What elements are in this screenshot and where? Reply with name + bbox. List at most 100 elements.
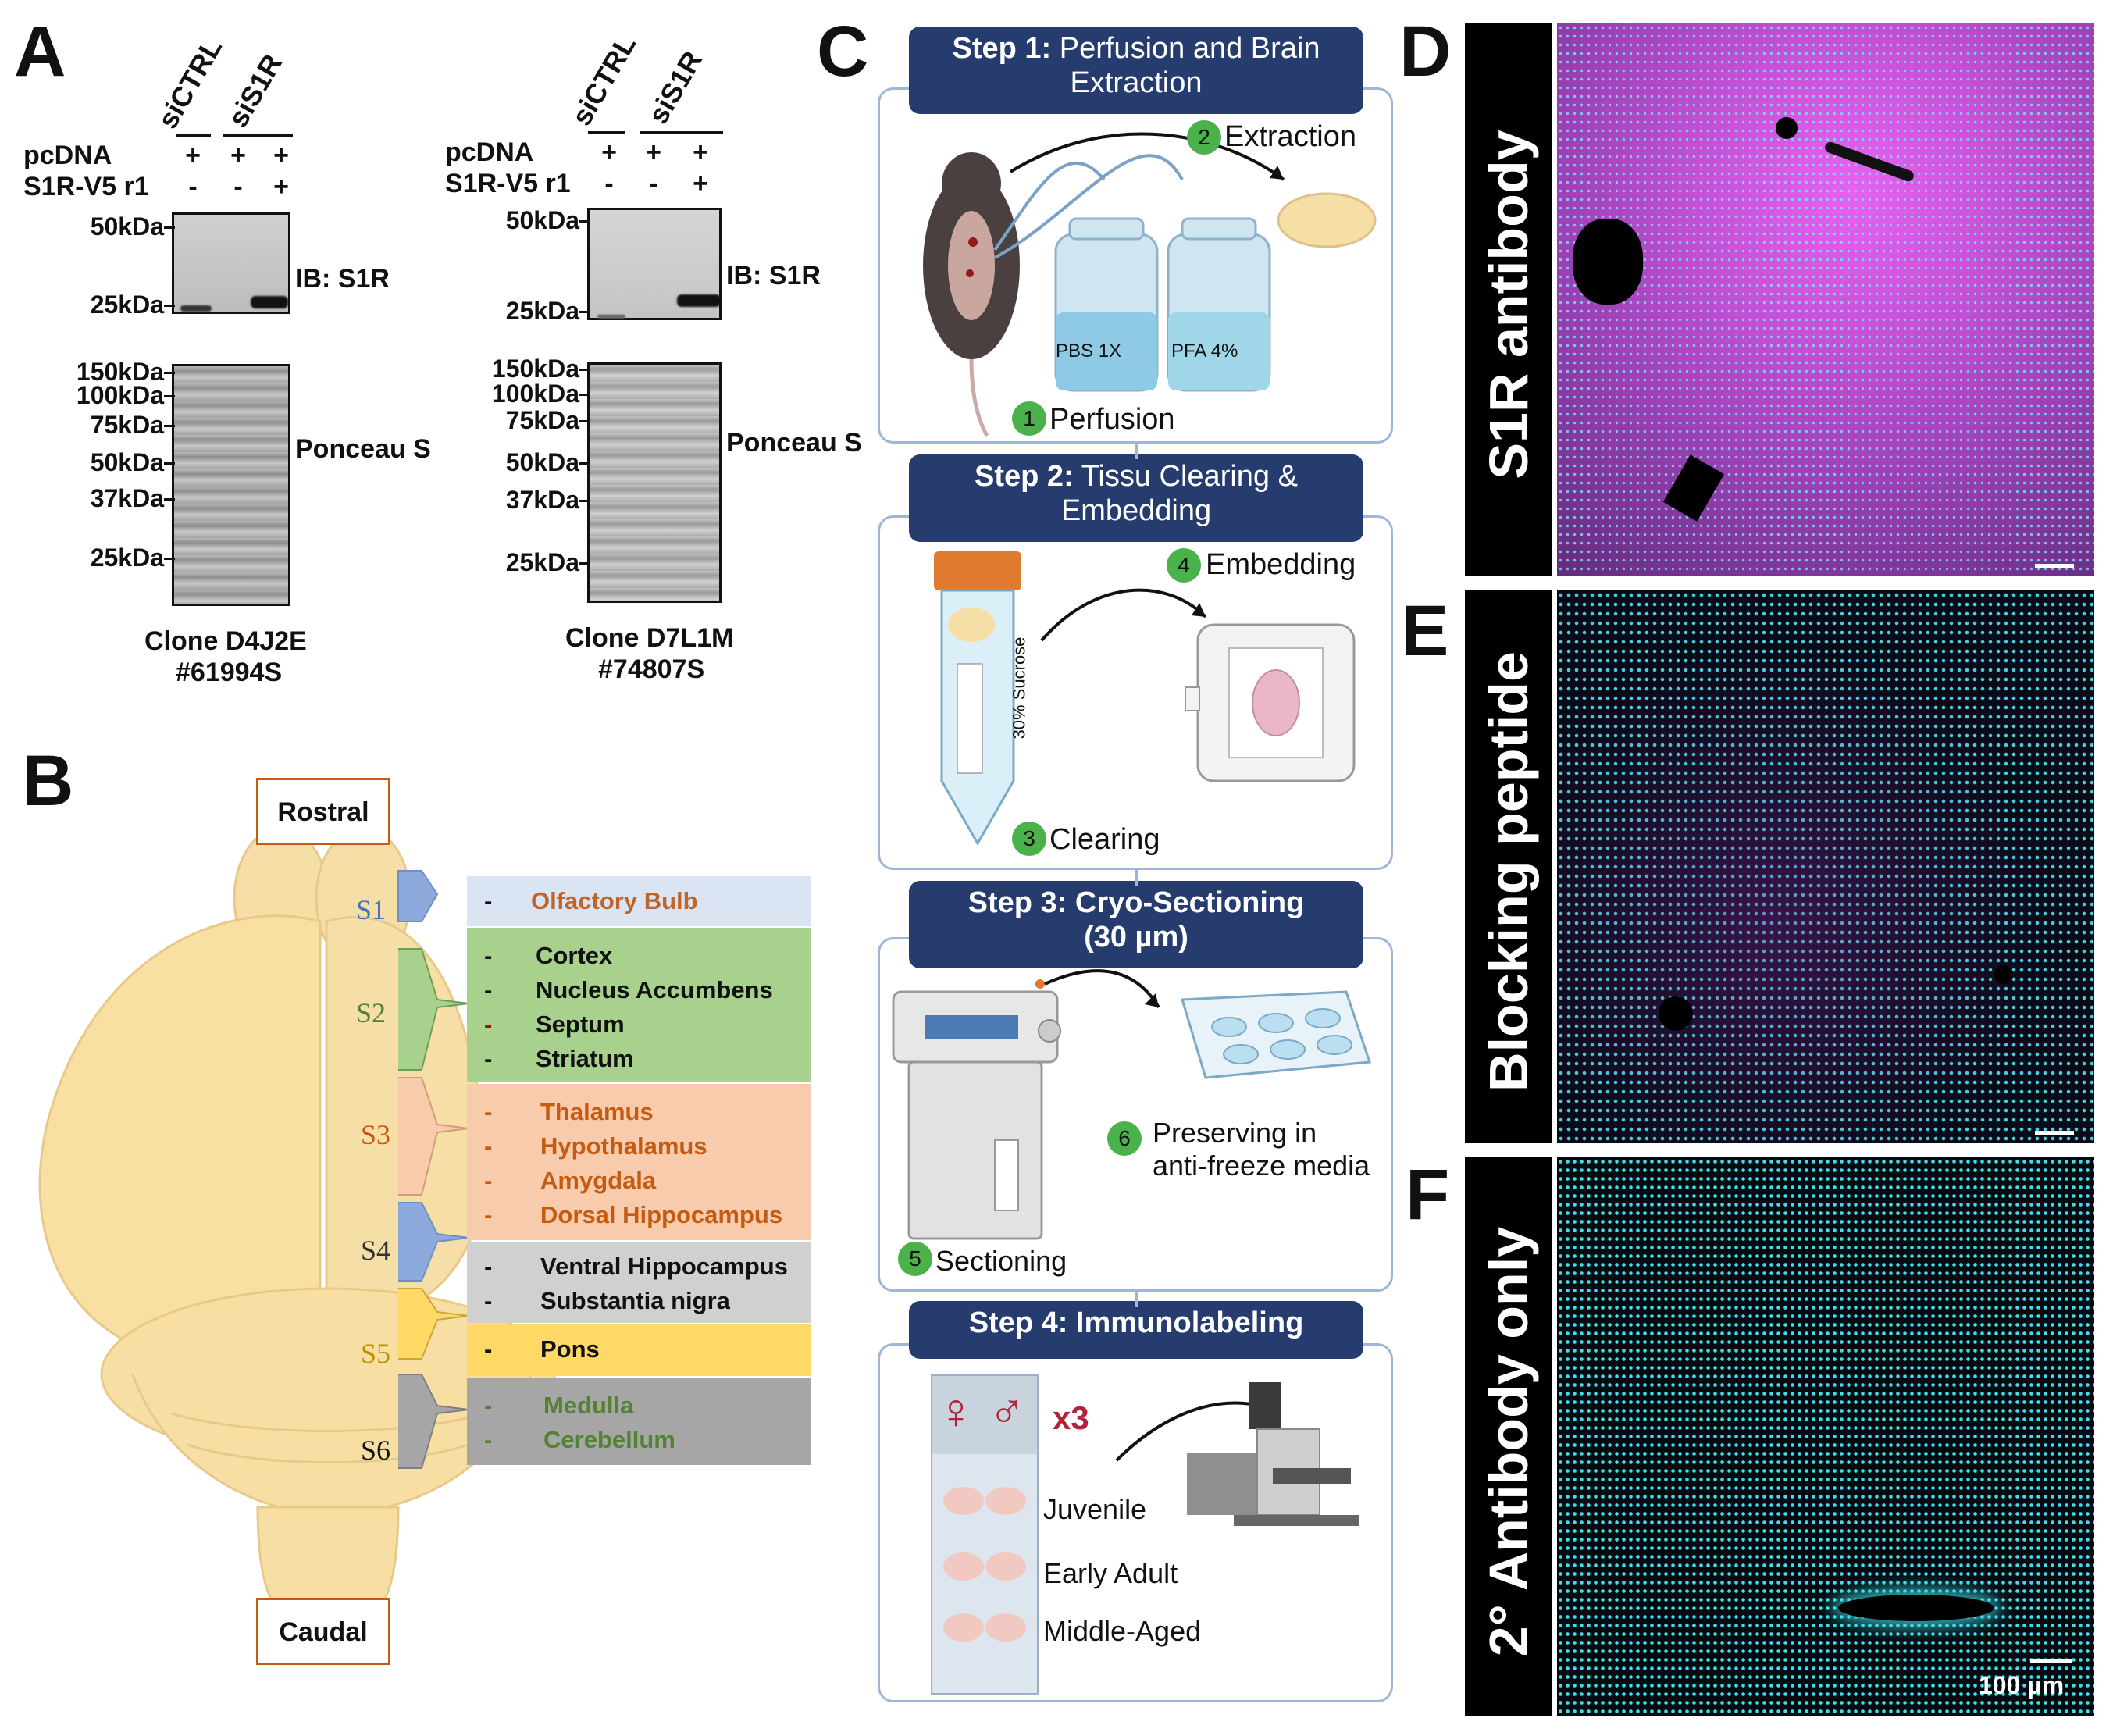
step-number-2: 2 [1187,120,1221,155]
s1r-antibody-label: S1R antibody [1478,130,1539,479]
lane-header-sictrl: siCTRL [151,32,229,134]
panel-label-d: D [1399,12,1452,91]
sex-icons: ♀ ♂ [937,1383,1026,1439]
region-box-s1: - Olfactory Bulb [467,876,811,926]
region-dash: - [484,1132,493,1160]
region-dash: - [484,1392,493,1419]
region-pons: Pons [540,1335,600,1363]
replicate-multiplier: x3 [1053,1399,1089,1436]
rostral-box: Rostral [256,778,390,845]
mw-label: 100kDa [491,380,579,408]
section-label-s1: S1 [356,894,387,925]
clone-label: Clone D7L1M [565,623,734,653]
mark: + [273,141,289,170]
step4-header: Step 4: Immunolabeling [909,1301,1363,1359]
mw-label: 75kDa [90,411,164,439]
tube-label: 30% Sucrose [1009,636,1029,740]
mark: + [185,141,201,170]
region-dash: - [484,1011,493,1038]
bottle-pbs-label: PBS 1X [1056,340,1122,362]
region-box-s3: - Thalamus - Hypothalamus - Amygdala - D… [467,1084,811,1240]
catalog-label: #61994S [176,658,283,687]
ib-label: IB: S1R [295,264,390,294]
mark: + [230,141,246,170]
mw-label: 50kDa [505,206,579,234]
mark: - [233,172,243,201]
age-early-adult: Early Adult [1043,1557,1178,1589]
mw-label: 25kDa [505,297,579,325]
region-amygdala: Amygdala [540,1167,657,1194]
mw-label: 25kDa [90,544,164,572]
clearing-illustration [934,551,1356,847]
blocking-peptide-label: Blocking peptide [1478,651,1539,1092]
region-dash: - [484,1201,493,1228]
panel-label-b: B [22,741,74,821]
region-dash: - [484,1167,493,1194]
clone-label: Clone D4J2E [144,626,307,656]
row-label-pcdna: pcDNA [445,137,534,167]
panel-label-e: E [1401,591,1449,671]
mw-label: 50kDa [90,212,164,241]
region-cortex: Cortex [536,942,613,969]
caudal-label: Caudal [279,1617,368,1647]
bottle-pfa-label: PFA 4% [1171,340,1238,362]
lane-header-sis1r: siS1R [641,45,709,130]
region-striatum: Striatum [536,1045,634,1072]
row-label-s1r-v5: S1R-V5 r1 [23,172,149,201]
micrograph-secondary-only: 100 µm [1557,1157,2094,1716]
panel-label-c: C [817,12,869,91]
mark: + [693,169,708,198]
micrograph-s1r-antibody [1557,23,2094,576]
region-dash: - [484,1045,493,1072]
lane-header-sictrl: siCTRL [565,29,643,131]
mw-label: 37kDa [505,486,579,514]
mw-label: 25kDa [505,548,579,576]
region-cerebellum: Cerebellum [543,1426,675,1453]
step-number-3: 3 [1012,822,1046,856]
rostral-label: Rostral [277,797,369,827]
panel-label-f: F [1406,1155,1450,1235]
mw-label: 37kDa [90,484,164,512]
ib-label: IB: S1R [726,261,821,291]
step-number-6: 6 [1107,1121,1142,1156]
mw-label: 150kDa [491,355,579,383]
secondary-antibody-only-label: 2° Antibody only [1478,1226,1539,1657]
clearing-label: Clearing [1049,823,1160,856]
cryostat-illustration [892,969,1372,1240]
region-substantia-nigra: Substantia nigra [540,1287,730,1314]
region-dash: - [484,942,493,969]
mark: + [601,137,617,167]
region-dorsal-hippocampus: Dorsal Hippocampus [540,1201,783,1228]
blot-ib-panel [172,212,290,314]
region-nucleus-accumbens: Nucleus Accumbens [536,976,773,1003]
blot-ib-panel [587,208,722,320]
mw-label: 75kDa [505,406,579,434]
region-thalamus: Thalamus [540,1098,654,1125]
catalog-label: #74807S [598,654,705,684]
region-medulla: Medulla [543,1392,634,1419]
step1-title-rest: Perfusion and Brain Extraction [1051,32,1320,99]
section-label-s5: S5 [361,1338,391,1369]
row-label-pcdna: pcDNA [23,141,112,170]
step2-title-rest: Tissu Clearing & Embedding [1060,460,1298,527]
section-label-s4: S4 [361,1235,391,1266]
region-ventral-hippocampus: Ventral Hippocampus [540,1253,788,1280]
ponceau-label: Ponceau S [726,428,862,458]
region-olfactory-bulb: Olfactory Bulb [531,887,698,914]
lane-header-sis1r: siS1R [221,48,289,133]
mark: - [649,169,658,198]
brain-sections-icon [943,1487,1026,1642]
label-strip-d: S1R antibody [1465,23,1552,576]
mw-label: 150kDa [76,358,164,386]
step3-header: Step 3: Cryo-Sectioning (30 µm) [909,881,1363,968]
microscope-illustration [1115,1382,1359,1526]
label-strip-e: Blocking peptide [1465,590,1552,1143]
brain-diagram [38,826,556,1610]
mw-label: 25kDa [90,291,164,319]
step1-title-bold: Step 1: [952,32,1052,65]
micrograph-blocking-peptide [1557,590,2094,1143]
section-label-s6: S6 [361,1435,391,1466]
step-number-5: 5 [898,1242,932,1276]
blot-ponceau-panel [172,364,290,606]
extraction-label: Extraction [1224,120,1356,153]
